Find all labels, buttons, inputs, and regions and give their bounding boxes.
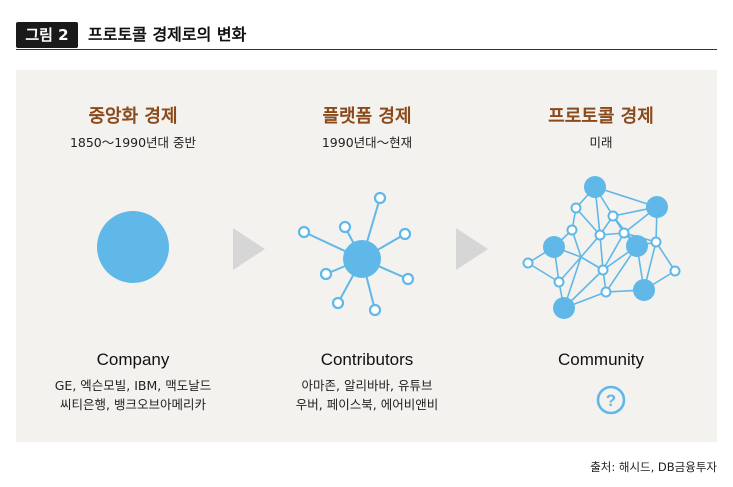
column-title: 플랫폼 경제 bbox=[322, 106, 412, 127]
protocol-large-nodes bbox=[543, 176, 668, 319]
column-title: 중앙화 경제 bbox=[88, 106, 178, 127]
column-period: 1990년대～현재 bbox=[321, 135, 413, 150]
column-period: 1850～1990년대 중반 bbox=[69, 135, 197, 150]
central-node bbox=[97, 211, 169, 283]
right-triangle-arrow bbox=[233, 228, 265, 270]
column-protocol: 프로토콜 경제 미래 Community bbox=[484, 70, 718, 442]
column-centralized: 중앙화 경제 1850～1990년대 중반 Company GE, 엑슨모빌, … bbox=[16, 70, 250, 442]
column-label: Community bbox=[558, 350, 644, 369]
figure-badge: 그림 2 bbox=[16, 22, 78, 48]
header-divider bbox=[16, 49, 717, 50]
right-triangle-arrow bbox=[456, 228, 488, 270]
column-examples-line: 우버, 페이스북, 에어비앤비 bbox=[295, 397, 439, 412]
column-period: 미래 bbox=[589, 135, 613, 150]
column-label: Contributors bbox=[320, 350, 414, 369]
figure-header: 그림 2 프로토콜 경제로의 변화 bbox=[16, 22, 717, 50]
protocol-small-nodes bbox=[522, 202, 681, 298]
column-label: Company bbox=[96, 350, 170, 369]
diagram-panel: 중앙화 경제 1850～1990년대 중반 Company GE, 엑슨모빌, … bbox=[16, 70, 717, 442]
column-examples-line: 아마존, 알리바바, 유튜브 bbox=[301, 378, 433, 393]
platform-hub-node bbox=[343, 240, 381, 278]
column-examples-line: 씨티은행, 뱅크오브아메리카 bbox=[60, 397, 206, 412]
column-platform: 플랫폼 경제 1990년대～현재 Contributors 아마존, 알리바바,… bbox=[250, 70, 484, 442]
platform-leaf-nodes bbox=[297, 191, 415, 317]
column-examples-line: GE, 엑슨모빌, IBM, 맥도날드 bbox=[54, 378, 212, 393]
column-title: 프로토콜 경제 bbox=[548, 106, 654, 127]
source-note: 출처: 해시드, DB금융투자 bbox=[590, 460, 717, 474]
figure-title: 프로토콜 경제로의 변화 bbox=[88, 25, 247, 44]
question-circle-icon: ? bbox=[596, 385, 626, 415]
svg-text:?: ? bbox=[606, 391, 616, 410]
network-diagrams: ? bbox=[97, 176, 681, 415]
